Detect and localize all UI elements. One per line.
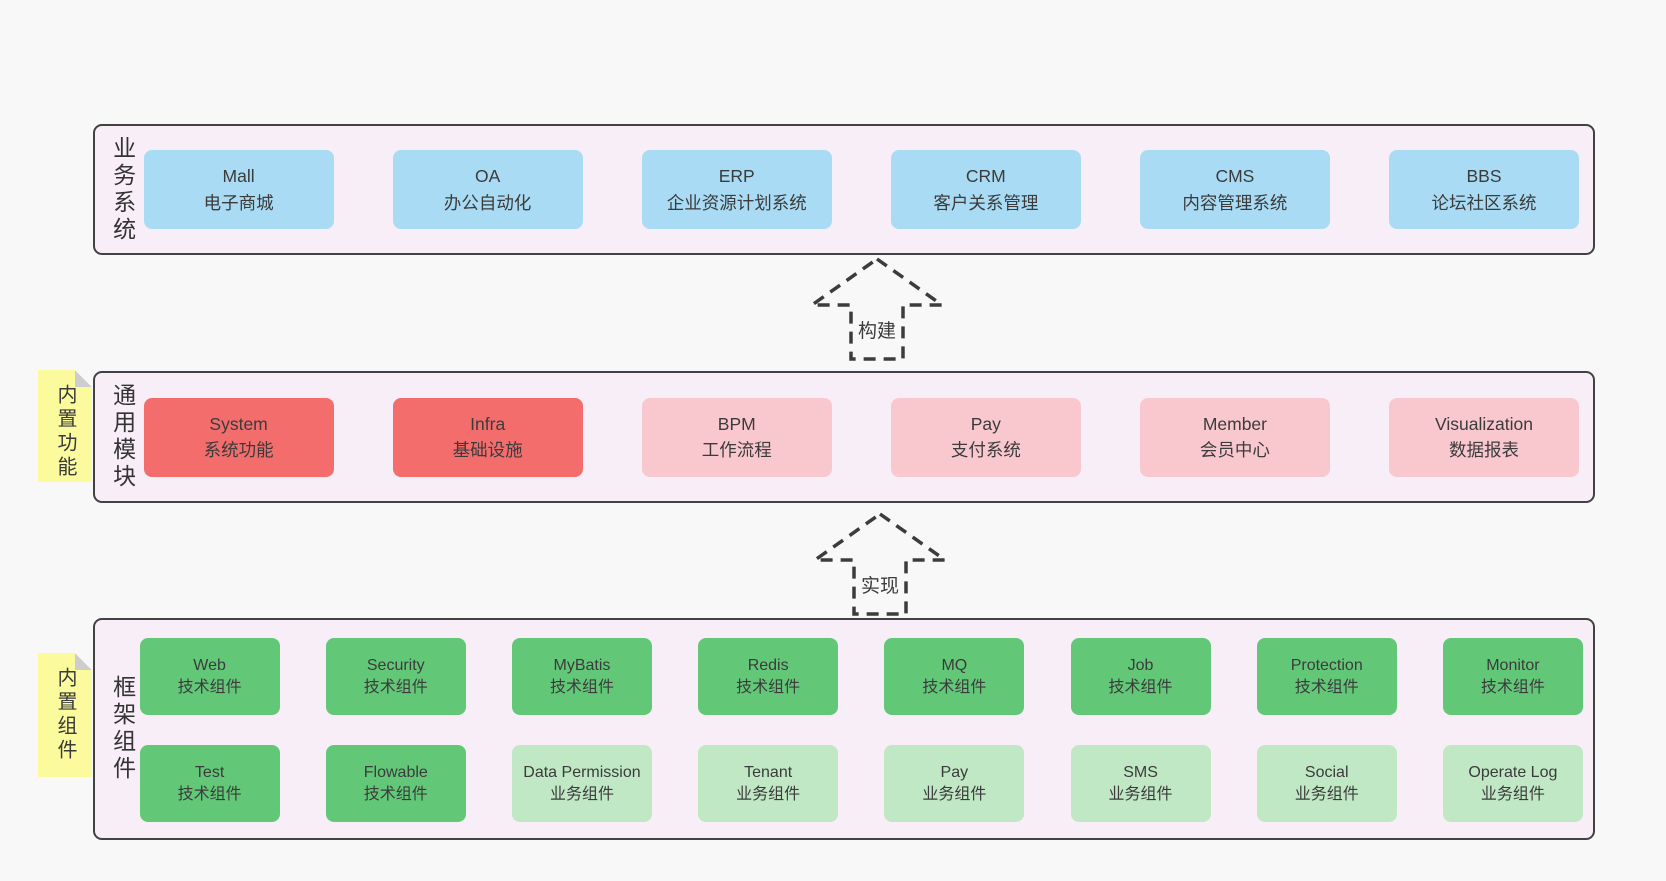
components-row-2: Test 技术组件 Flowable 技术组件 Data Permission … xyxy=(139,745,1583,822)
component-box-security: Security 技术组件 xyxy=(325,638,466,715)
build-arrow-label: 构建 xyxy=(854,315,900,344)
common-modules-row: System 系统功能 Infra 基础设施 BPM 工作流程 Pay 支付系统… xyxy=(138,373,1593,501)
component-box-mybatis: MyBatis 技术组件 xyxy=(511,638,652,715)
component-box-redis: Redis 技术组件 xyxy=(698,638,839,715)
build-arrow-icon: 构建 xyxy=(810,257,944,361)
component-box-flowable: Flowable 技术组件 xyxy=(325,745,466,822)
layer-title-business-systems: 业务系统 xyxy=(109,135,136,244)
sticky-note-built-in-features: 内置功能 xyxy=(38,370,92,482)
component-box-data-permission: Data Permission 业务组件 xyxy=(511,745,652,822)
layer-business-systems: 业务系统 Mall 电子商城 OA 办公自动化 ERP 企业资源计划系统 CRM… xyxy=(93,124,1595,255)
layer-framework-components: 框架组件 Web 技术组件 Security 技术组件 MyBatis 技术组件… xyxy=(93,618,1595,840)
module-box-member: Member 会员中心 xyxy=(1139,397,1330,477)
implement-arrow-icon: 实现 xyxy=(813,512,947,616)
module-box-infra: Infra 基础设施 xyxy=(392,397,583,477)
dashed-up-arrow-icon xyxy=(813,512,947,616)
component-box-job: Job 技术组件 xyxy=(1070,638,1211,715)
framework-components-grid: Web 技术组件 Security 技术组件 MyBatis 技术组件 Redi… xyxy=(138,620,1593,838)
layer-title-framework-components: 框架组件 xyxy=(109,675,136,783)
component-box-protection: Protection 技术组件 xyxy=(1256,638,1397,715)
component-box-test: Test 技术组件 xyxy=(139,745,280,822)
system-box-crm: CRM 客户关系管理 xyxy=(890,150,1081,229)
module-box-pay: Pay 支付系统 xyxy=(890,397,1081,477)
component-box-monitor: Monitor 技术组件 xyxy=(1442,638,1583,715)
component-box-web: Web 技术组件 xyxy=(139,638,280,715)
system-box-mall: Mall 电子商城 xyxy=(143,150,334,229)
layer-title-common-modules: 通用模块 xyxy=(109,383,136,491)
module-box-system: System 系统功能 xyxy=(143,397,334,477)
component-box-social: Social 业务组件 xyxy=(1256,745,1397,822)
system-box-erp: ERP 企业资源计划系统 xyxy=(641,150,832,229)
system-box-oa: OA 办公自动化 xyxy=(392,150,583,229)
component-box-operate-log: Operate Log 业务组件 xyxy=(1442,745,1583,822)
components-row-1: Web 技术组件 Security 技术组件 MyBatis 技术组件 Redi… xyxy=(139,638,1583,715)
module-box-visualization: Visualization 数据报表 xyxy=(1388,397,1579,477)
dashed-up-arrow-icon xyxy=(810,257,944,361)
sticky-note-built-in-features-label: 内置功能 xyxy=(54,384,76,480)
component-box-sms: SMS 业务组件 xyxy=(1070,745,1211,822)
module-box-bpm: BPM 工作流程 xyxy=(641,397,832,477)
system-box-bbs: BBS 论坛社区系统 xyxy=(1388,150,1579,229)
sticky-note-built-in-components: 内置组件 xyxy=(38,653,92,777)
component-box-mq: MQ 技术组件 xyxy=(884,638,1025,715)
implement-arrow-label: 实现 xyxy=(857,570,903,599)
system-box-cms: CMS 内容管理系统 xyxy=(1139,150,1330,229)
layer-common-modules: 通用模块 System 系统功能 Infra 基础设施 BPM 工作流程 Pay… xyxy=(93,371,1595,503)
component-box-pay: Pay 业务组件 xyxy=(884,745,1025,822)
component-box-tenant: Tenant 业务组件 xyxy=(698,745,839,822)
business-systems-row: Mall 电子商城 OA 办公自动化 ERP 企业资源计划系统 CRM 客户关系… xyxy=(138,126,1593,253)
sticky-note-built-in-components-label: 内置组件 xyxy=(54,667,76,763)
